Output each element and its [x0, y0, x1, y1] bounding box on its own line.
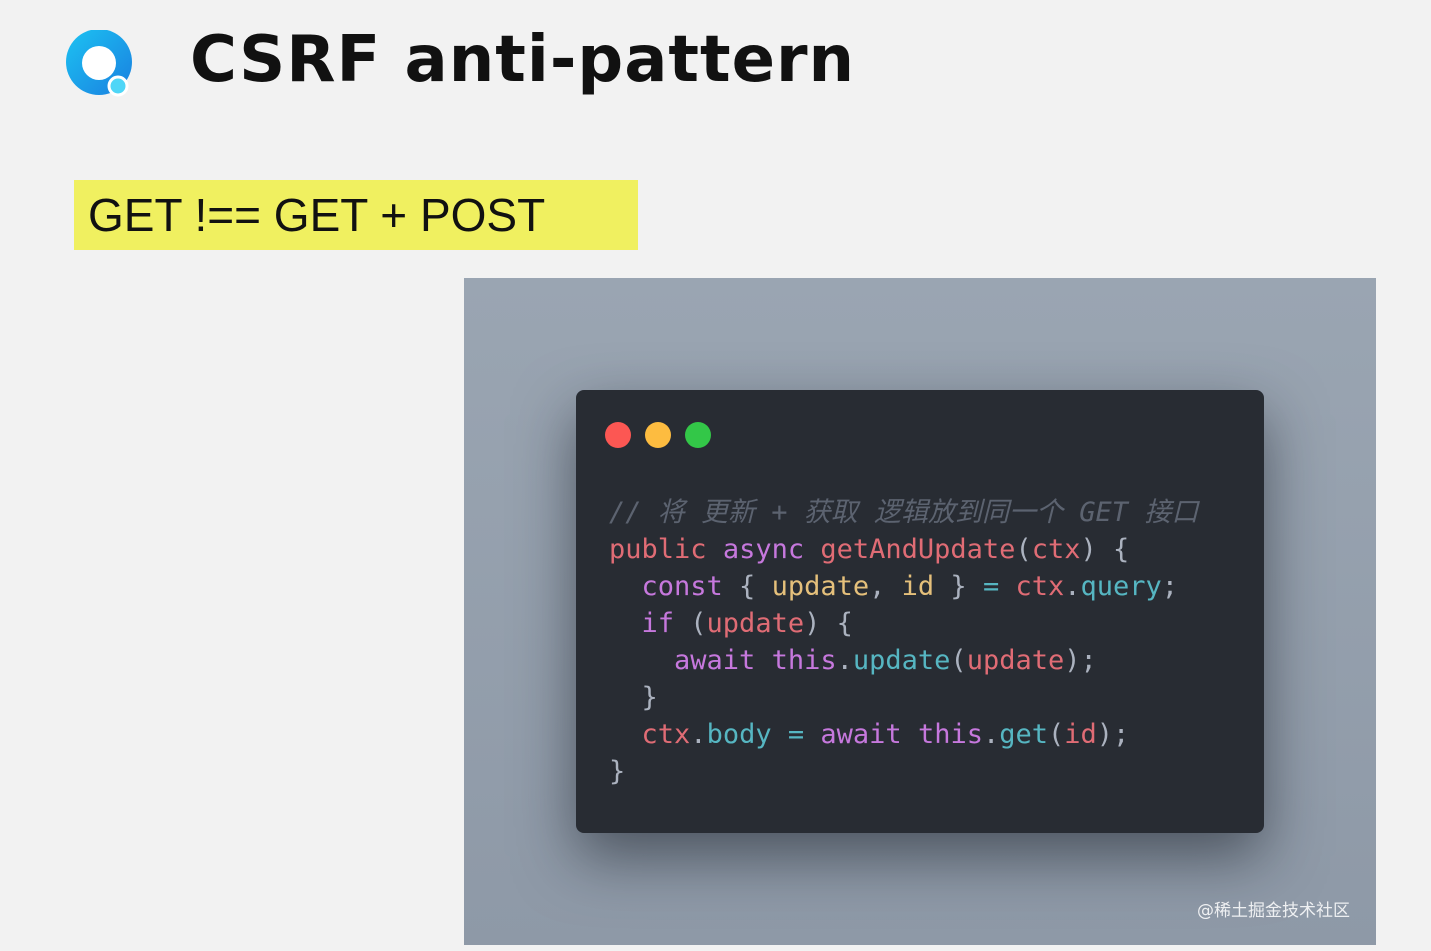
code-token: if — [641, 608, 675, 639]
code-token — [902, 719, 918, 750]
code-line: ctx.body = await this.get(id); — [609, 716, 1198, 753]
code-token: get — [999, 719, 1049, 750]
code-token: ); — [1096, 719, 1130, 750]
code-token — [609, 719, 642, 750]
code-token — [609, 571, 642, 602]
code-token: } — [934, 571, 983, 602]
code-token: // 将 更新 + 获取 逻辑放到同一个 GET 接口 — [609, 497, 1199, 528]
code-line: if (update) { — [609, 605, 1198, 642]
code-line: await this.update(update); — [609, 642, 1198, 679]
code-token — [707, 534, 723, 565]
code-token: ; — [1161, 571, 1179, 602]
minimize-dot-icon — [645, 422, 671, 448]
code-token: ctx — [1015, 571, 1065, 602]
code-token: this — [771, 645, 837, 676]
code-line: // 将 更新 + 获取 逻辑放到同一个 GET 接口 — [609, 494, 1198, 531]
code-token — [804, 534, 820, 565]
subtitle-text: GET !== GET + POST — [88, 189, 546, 241]
code-token: . — [982, 719, 1000, 750]
code-token: ) { — [804, 608, 853, 639]
close-dot-icon — [605, 422, 631, 448]
subtitle-highlight: GET !== GET + POST — [74, 180, 638, 250]
code-token — [755, 645, 771, 676]
code-token: update — [771, 571, 870, 602]
code-token: ctx — [1031, 534, 1081, 565]
code-line: } — [609, 679, 1198, 716]
code-token: getAndUpdate — [820, 534, 1016, 565]
code-token: . — [690, 719, 707, 750]
code-line: public async getAndUpdate(ctx) { — [609, 531, 1198, 568]
maximize-dot-icon — [685, 422, 711, 448]
code-token: , — [869, 571, 902, 602]
code-token: await — [820, 719, 902, 750]
watermark: @稀土掘金技术社区 — [1197, 901, 1350, 921]
code-token: } — [609, 756, 626, 787]
code-token: } — [609, 682, 658, 713]
code-token: ctx — [641, 719, 691, 750]
code-token — [772, 719, 788, 750]
code-line: } — [609, 753, 1198, 790]
code-token — [609, 645, 674, 676]
code-token: ) { — [1080, 534, 1130, 565]
code-token: body — [706, 719, 772, 750]
code-token: id — [1064, 719, 1097, 750]
code-token: ( — [674, 608, 707, 639]
code-token: update — [966, 645, 1065, 676]
code-token: public — [609, 534, 707, 565]
code-token — [804, 719, 820, 750]
slide-title: CSRF anti-pattern — [190, 23, 856, 97]
code-token: update — [852, 645, 951, 676]
code-token: ( — [1015, 534, 1032, 565]
code-token: await — [674, 645, 756, 676]
code-token: id — [901, 571, 935, 602]
code-token — [999, 571, 1015, 602]
code-token: ( — [1048, 719, 1065, 750]
code-line: const { update, id } = ctx.query; — [609, 568, 1198, 605]
code-token: . — [836, 645, 853, 676]
code-token: update — [706, 608, 805, 639]
code-token: ); — [1064, 645, 1097, 676]
code-token: const — [641, 571, 723, 602]
code-token: this — [917, 719, 983, 750]
code-token: = — [982, 571, 1000, 602]
code-token: ( — [950, 645, 967, 676]
code-token — [609, 608, 642, 639]
code-token: . — [1064, 571, 1081, 602]
code-token: = — [787, 719, 805, 750]
code-token: query — [1080, 571, 1162, 602]
code-token: { — [722, 571, 772, 602]
q-logo-icon — [66, 30, 132, 97]
code-token: async — [722, 534, 805, 565]
